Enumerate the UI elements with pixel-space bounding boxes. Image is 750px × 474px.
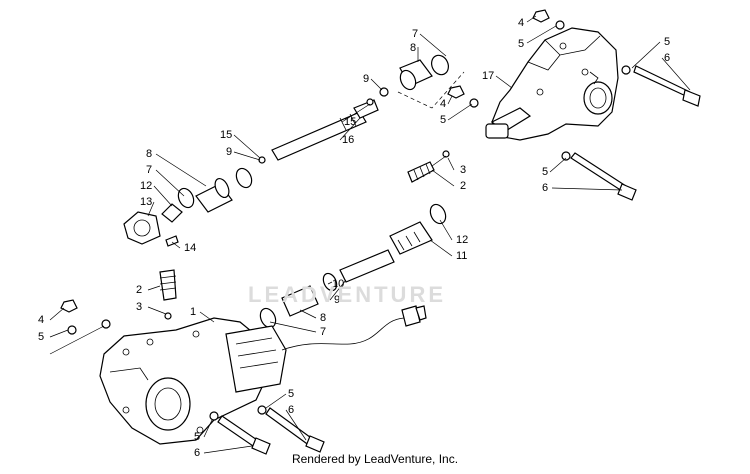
callout-label: 1 — [190, 306, 196, 318]
callout-label: 5 — [440, 114, 446, 126]
boot-lower — [159, 269, 177, 320]
drive-shaft-upper — [258, 98, 379, 164]
callout-label: 6 — [194, 447, 200, 459]
callout-label: 13 — [140, 196, 152, 208]
callout-label: 9 — [334, 294, 340, 306]
callout-label: 4 — [518, 17, 524, 29]
leader-lines — [49, 15, 691, 454]
callout-label: 8 — [320, 312, 326, 324]
callout-label: 14 — [184, 242, 196, 254]
rear-gear-case — [485, 27, 619, 141]
callout-label: 9 — [226, 146, 232, 158]
callout-label: 6 — [664, 52, 670, 64]
callout-label: 5 — [288, 388, 294, 400]
boot-upper — [407, 150, 450, 183]
callout-label: 4 — [38, 314, 44, 326]
callout-label: 17 — [482, 70, 494, 82]
bolt-lower-a — [257, 405, 325, 453]
center-shaft-group — [259, 203, 447, 329]
callout-label: 3 — [460, 164, 466, 176]
callout-label: 15 — [220, 129, 232, 141]
render-credit: Rendered by LeadVenture, Inc. — [291, 452, 459, 466]
bolt-lower-b — [209, 411, 271, 455]
bolt-upper — [621, 65, 701, 107]
callout-label: 4 — [440, 98, 446, 110]
callout-label: 2 — [136, 284, 142, 296]
callout-label: 11 — [456, 250, 467, 262]
callout-label: 8 — [146, 148, 152, 160]
wire-harness — [281, 305, 427, 351]
callout-label: 5 — [38, 331, 44, 343]
callout-label: 10 — [332, 278, 344, 290]
left-seal-group — [123, 167, 253, 247]
callout-label: 2 — [460, 180, 466, 192]
callout-label: 12 — [140, 180, 152, 192]
callout-label: 5 — [542, 166, 548, 178]
callout-numbers: 4 5 7 8 5 6 17 9 4 5 15 16 15 9 8 7 12 1… — [38, 17, 670, 459]
watermark-text: LEADVENTURE — [248, 282, 447, 307]
callout-label: 12 — [456, 234, 468, 246]
callout-label: 5 — [518, 38, 524, 50]
nut-lower-left — [60, 299, 111, 335]
callout-label: 5 — [664, 36, 670, 48]
callout-label: 9 — [363, 73, 369, 85]
callout-label: 16 — [342, 134, 354, 146]
callout-label: 3 — [136, 301, 142, 313]
callout-label: 7 — [412, 28, 418, 40]
callout-label: 7 — [320, 326, 326, 338]
nut-upper — [447, 9, 565, 108]
front-gear-case — [99, 317, 287, 445]
callout-label: 5 — [194, 431, 200, 443]
callout-label: 6 — [542, 182, 548, 194]
seal-ring-upper — [379, 54, 465, 109]
bolt-lower-right — [561, 151, 637, 201]
callout-label: 7 — [146, 164, 152, 176]
callout-label: 15 — [344, 116, 356, 128]
callout-label: 6 — [288, 404, 294, 416]
callout-label: 8 — [410, 42, 416, 54]
